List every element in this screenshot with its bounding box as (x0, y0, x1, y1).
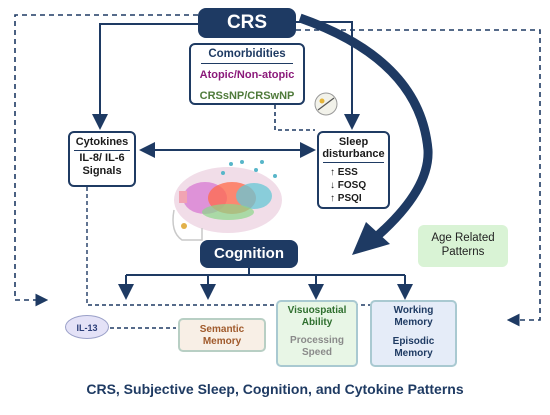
age-line2: Patterns (441, 246, 485, 258)
dashed-comorb-sleep (274, 105, 315, 131)
divider (323, 162, 384, 163)
subtypes-label: CRSsNP/CRSwNP (199, 90, 295, 102)
comorbidities-box: Comorbidities Atopic/Non-atopic CRSsNP/C… (189, 43, 305, 105)
episodic-line1: Episodic (392, 336, 435, 347)
sleep-title-line2: disturbance (322, 148, 385, 160)
visuospatial-line1: Visuospatial (287, 305, 347, 316)
cytokines-title: Cytokines (75, 136, 129, 148)
crs-node: CRS (198, 8, 296, 38)
sleep-measure-fosq: ↓ FOSQ (330, 180, 367, 191)
comorbidities-title: Comorbidities (208, 48, 286, 60)
divider (74, 150, 130, 151)
visuospatial-box: Visuospatial Ability Processing Speed (276, 300, 358, 367)
sleep-title-line1: Sleep (338, 136, 369, 148)
processing-line1: Processing (290, 335, 344, 346)
molecule-dots (221, 160, 277, 178)
visuospatial-line2: Ability (301, 317, 333, 328)
arrow-crs-cytokines (92, 23, 198, 130)
big-curve-arrowhead (352, 222, 390, 255)
semantic-line2: Memory (202, 336, 242, 347)
brain-head-icon (172, 167, 282, 241)
figure-caption: CRS, Subjective Sleep, Cognition, and Cy… (86, 381, 464, 397)
age-line1: Age Related (431, 232, 495, 244)
episodic-line2: Memory (394, 348, 433, 359)
working-line1: Working (393, 305, 434, 316)
working-line2: Memory (394, 317, 433, 328)
atopic-label: Atopic/Non-atopic (199, 69, 295, 81)
divider (201, 63, 293, 64)
processing-line2: Speed (301, 347, 332, 358)
cognition-branches (126, 268, 405, 276)
working-memory-box: Working Memory Episodic Memory (370, 300, 457, 367)
sleep-clock-icon (314, 92, 338, 116)
semantic-memory-box: Semantic Memory (178, 318, 266, 352)
cytokines-line2: Signals (82, 165, 122, 177)
sleep-measure-psqi: ↑ PSQI (330, 193, 362, 204)
sleep-measure-ess: ↑ ESS (330, 167, 358, 178)
dashed-frame-right (296, 29, 541, 327)
cognition-node: Cognition (200, 240, 298, 268)
big-curve-arrow (298, 13, 433, 242)
cytokines-line1: IL-8/ IL-6 (79, 152, 125, 164)
semantic-line1: Semantic (199, 324, 245, 335)
age-patterns-box: Age Related Patterns (418, 225, 508, 267)
cytokines-box: Cytokines IL-8/ IL-6 Signals (68, 131, 136, 187)
dashed-frame-left (14, 14, 198, 307)
sleep-box: Sleep disturbance ↑ ESS ↓ FOSQ ↑ PSQI (317, 131, 390, 209)
il13-node: IL-13 (65, 315, 109, 339)
